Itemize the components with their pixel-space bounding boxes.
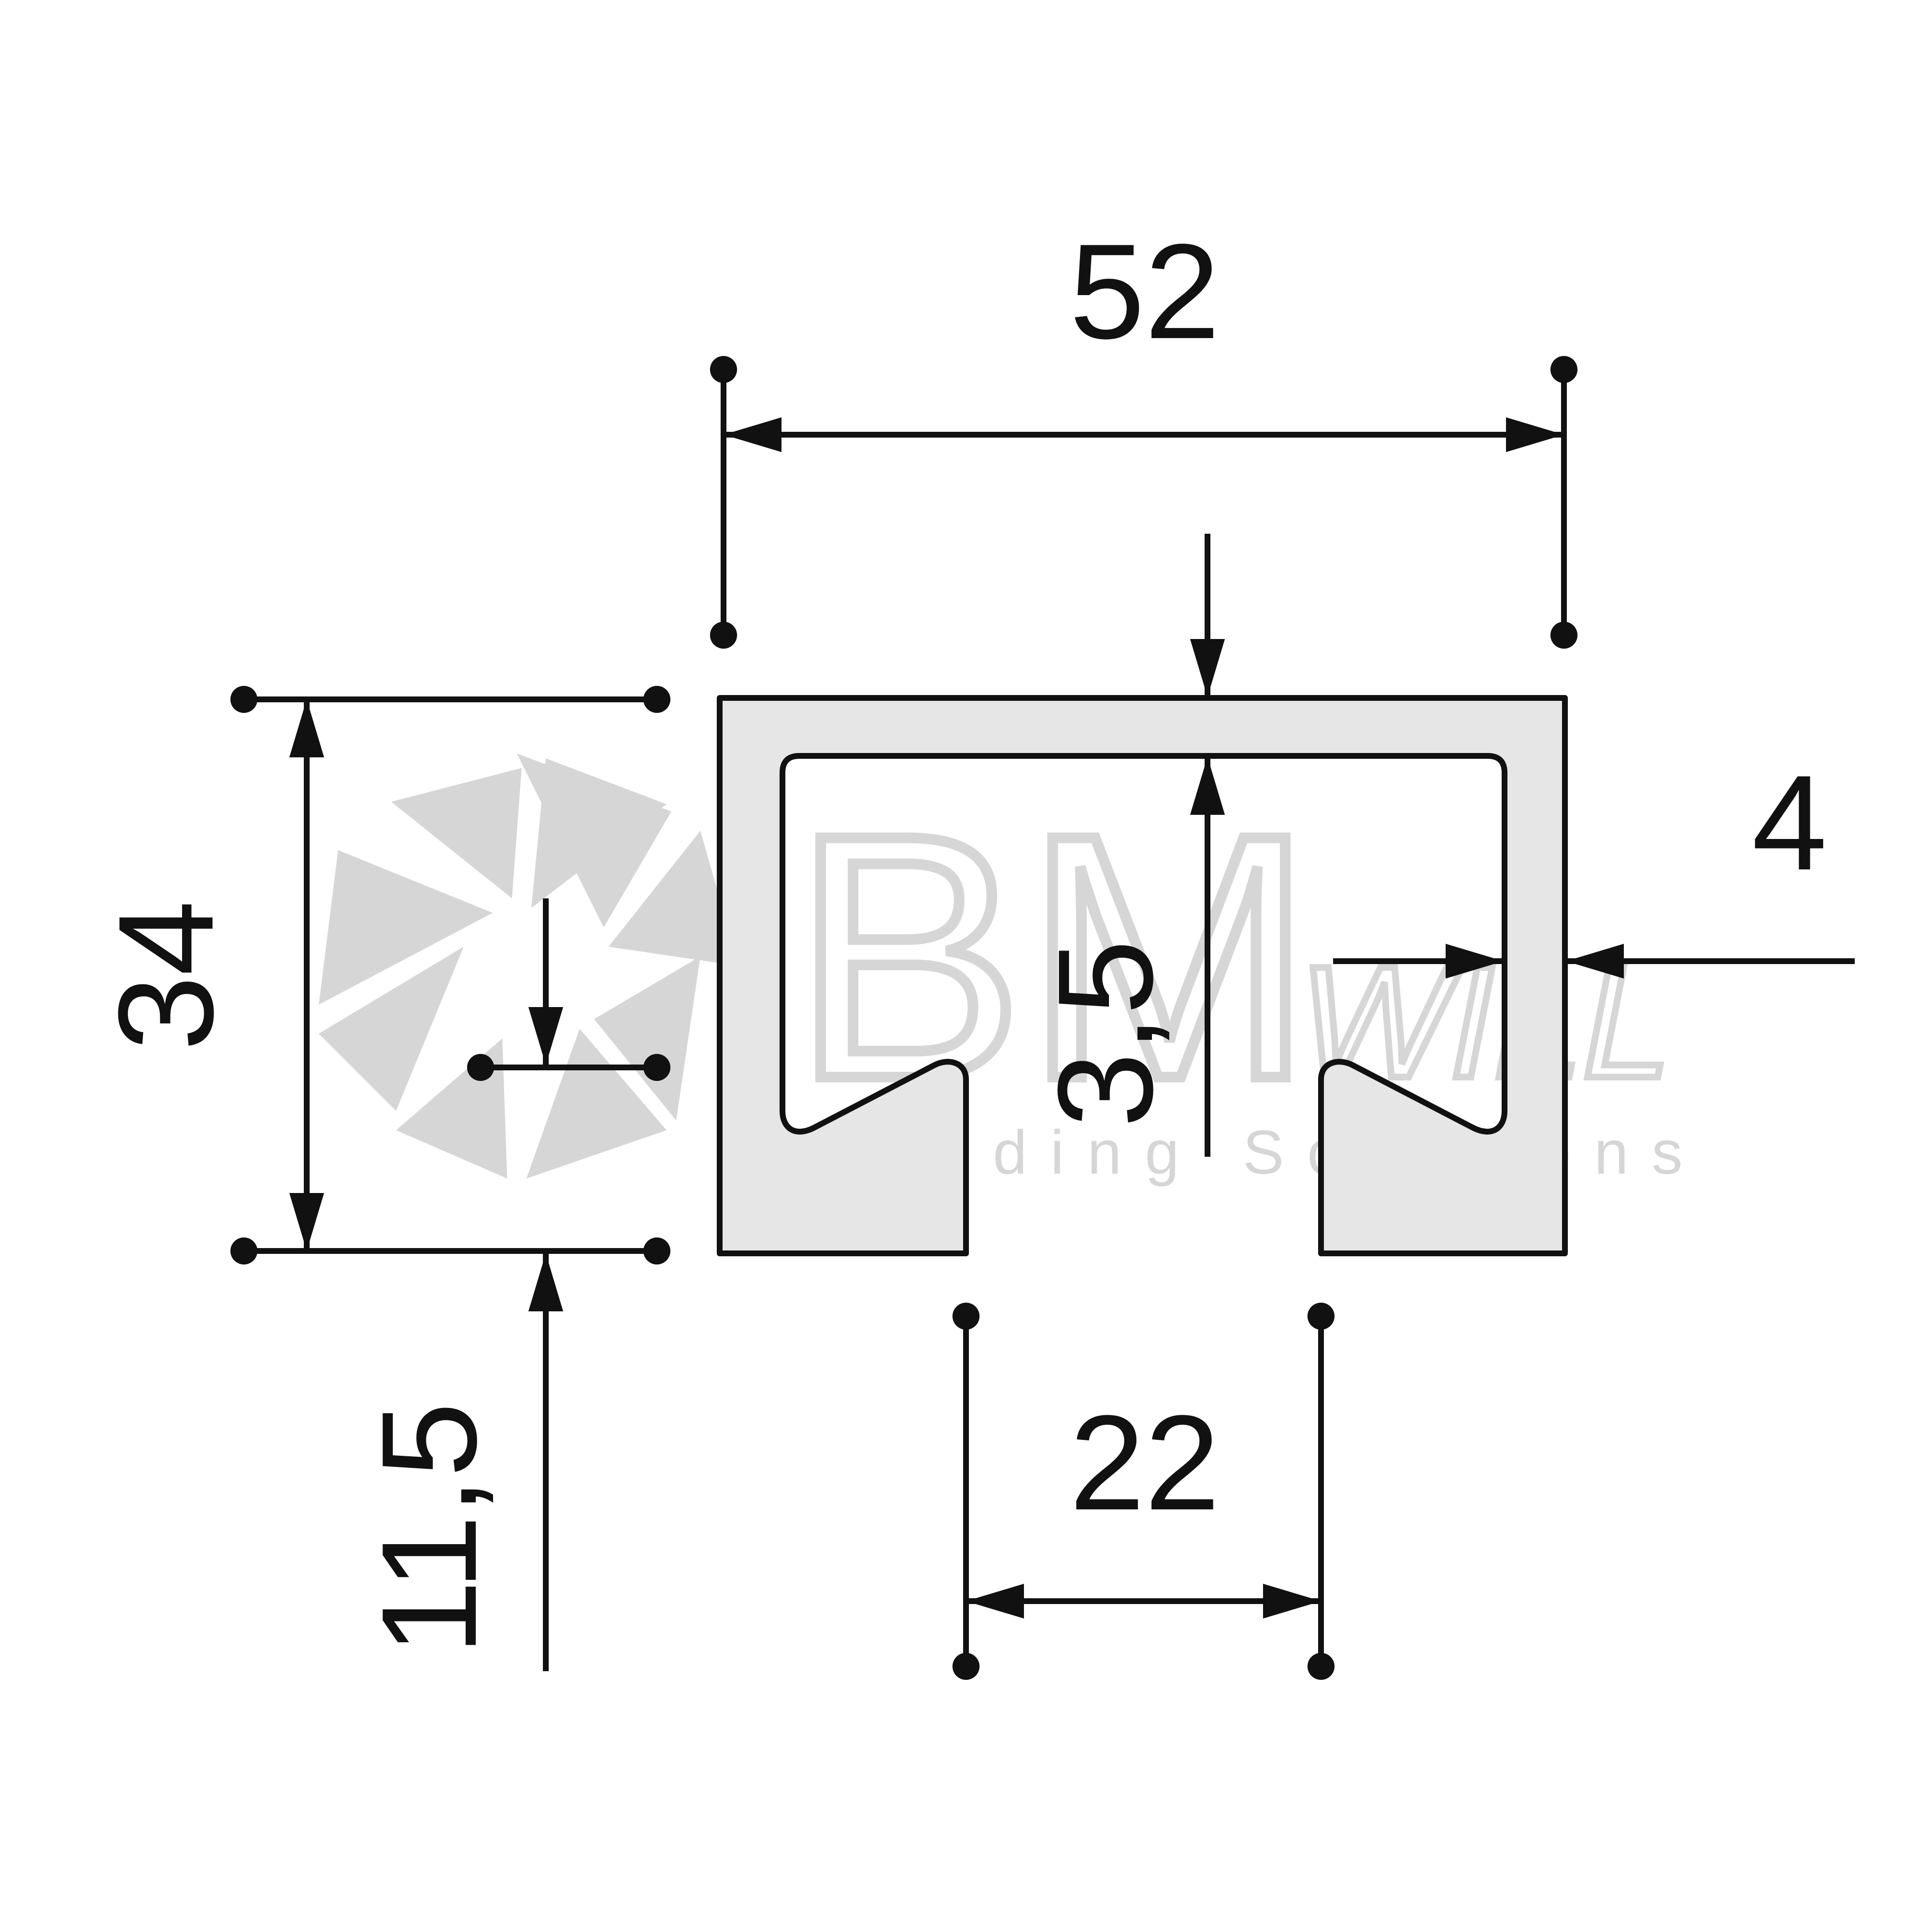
label-center-offset: 11,5	[354, 1402, 505, 1655]
dimension-lines	[244, 369, 1855, 1671]
dimension-center-offset	[481, 898, 657, 1671]
watermark-logo: BM WILL Building Solutions	[319, 753, 1683, 1187]
label-overall-width: 52	[1069, 216, 1220, 367]
label-top-wall: 3,5	[1030, 939, 1181, 1127]
label-slot-opening: 22	[1069, 1388, 1220, 1538]
dimension-overall-height	[244, 696, 657, 1254]
dimension-slot-opening	[963, 1316, 1324, 1666]
watermark-emblem-icon	[319, 753, 739, 1179]
dimension-overall-width	[721, 369, 1567, 635]
c-channel-profile	[717, 695, 1568, 1256]
label-side-wall: 4	[1752, 748, 1827, 898]
label-overall-height: 34	[91, 900, 242, 1051]
watermark-brand-main: BM	[792, 762, 1314, 1151]
dimension-endpoints	[230, 356, 1577, 1680]
